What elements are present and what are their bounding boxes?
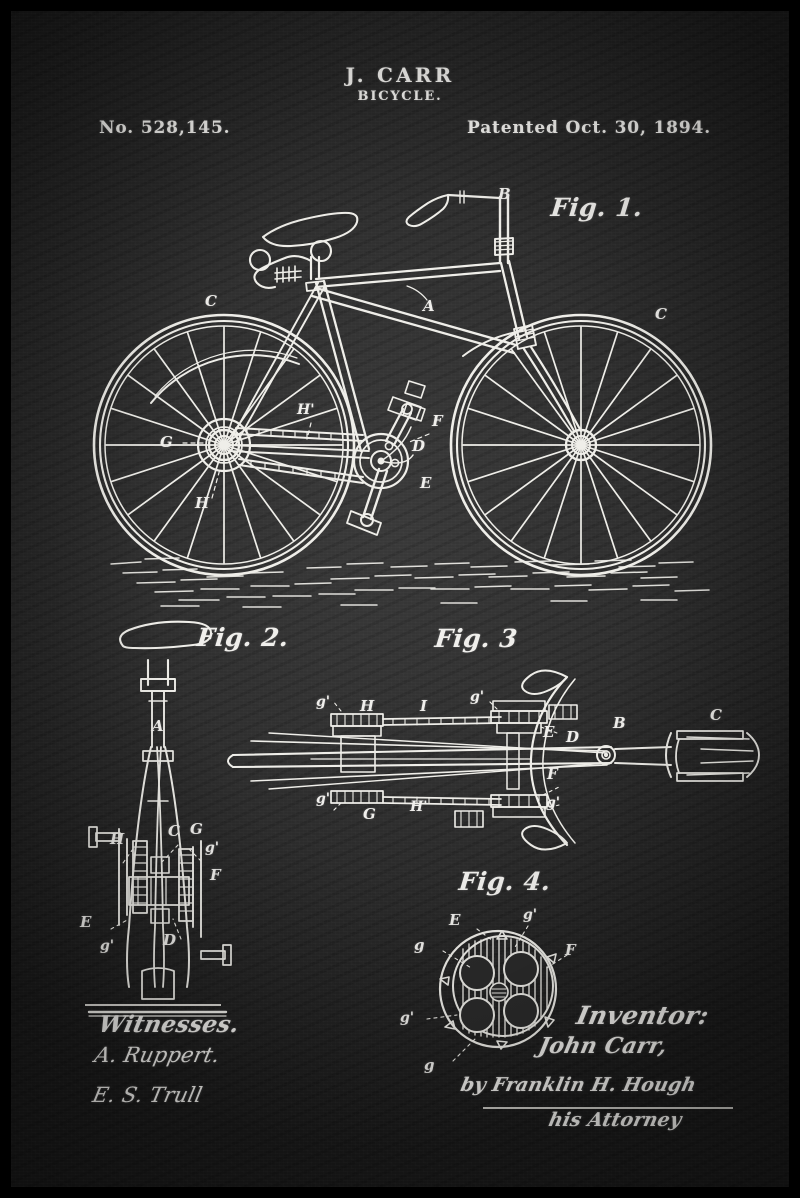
fig2-ref-gprime: g': [205, 840, 220, 856]
witness-signature-2: E. S. Trull: [90, 1083, 205, 1107]
fig4-ref-gprime: g': [400, 1010, 415, 1026]
fig1-drawing: [94, 190, 711, 608]
fig1-ref-c: C: [655, 305, 667, 323]
fig3-drawing: [227, 669, 760, 851]
fig1-ref-f: F: [432, 412, 443, 430]
fig4-drawing: [426, 925, 568, 1062]
fig4-ref-g: g: [414, 936, 425, 954]
inventor-signature: John Carr,: [536, 1033, 670, 1059]
patent-date: Patented Oct. 30, 1894.: [467, 118, 711, 138]
fig1-ref-d: D: [412, 437, 426, 455]
fig2-drawing: [87, 620, 232, 1017]
fig1-ref-b: B: [498, 185, 511, 203]
fig3-ref-gprime: g': [316, 694, 331, 710]
fig1-ref-g: G: [160, 433, 173, 451]
fig2-ref-f: F: [210, 866, 221, 884]
attorney-title: his Attorney: [546, 1109, 684, 1131]
fig1-ref-a: A: [423, 297, 435, 315]
witness-rule: [85, 1004, 221, 1006]
fig4-ref-f: F: [565, 941, 576, 959]
fig3-ref-f: F: [547, 765, 558, 783]
fig2-ref-h: H: [110, 830, 125, 848]
chalkboard-canvas: J. CARR BICYCLE. No. 528,145. Patented O…: [11, 11, 789, 1187]
attorney-rule: [483, 1107, 733, 1109]
fig3-ref-g: G: [363, 805, 376, 823]
fig2-ref-g: G: [190, 820, 203, 838]
fig3-ref-d: D: [566, 728, 580, 746]
fig2-ref-gprime: g': [100, 938, 115, 954]
fig2-ref-d: D: [163, 931, 177, 949]
patent-title-header: BICYCLE.: [357, 89, 443, 104]
fig3-ref-gprime: g': [316, 791, 331, 807]
fig3-ref-c: C: [710, 706, 722, 724]
fig1-ref-hprime: H': [297, 402, 315, 418]
fig3-ref-e: E: [543, 723, 555, 741]
fig1-ref-c: C: [205, 292, 217, 310]
patent-inventor-header: J. CARR: [345, 63, 455, 87]
fig2-ref-e: E: [80, 913, 92, 931]
fig3-ref-hprime: H': [410, 799, 428, 815]
fig3-ref-gprime: g': [470, 689, 485, 705]
inventor-heading: Inventor:: [573, 1001, 712, 1030]
fig4-ref-gprime: g': [523, 907, 538, 923]
fig2-ref-c: C: [168, 822, 180, 840]
fig4-ref-e: E: [449, 911, 461, 929]
fig1-ref-h: H: [195, 494, 210, 512]
patent-number: No. 528,145.: [99, 118, 231, 138]
attorney-signature: by Franklin H. Hough: [458, 1074, 699, 1096]
fig3-ref-gprime: g': [546, 795, 561, 811]
fig3-ref-b: B: [613, 714, 626, 732]
patent-drawing-svg: [87, 190, 760, 1062]
witnesses-heading: Witnesses.: [96, 1011, 242, 1038]
fig1-ref-e: E: [420, 474, 432, 492]
fig2-ref-a: A: [152, 717, 164, 735]
fig3-ref-i: I: [420, 697, 428, 715]
fig3-ref-h: H: [360, 697, 375, 715]
fig4-ref-g: g: [424, 1056, 435, 1074]
witness-signature-1: A. Ruppert.: [92, 1043, 223, 1067]
